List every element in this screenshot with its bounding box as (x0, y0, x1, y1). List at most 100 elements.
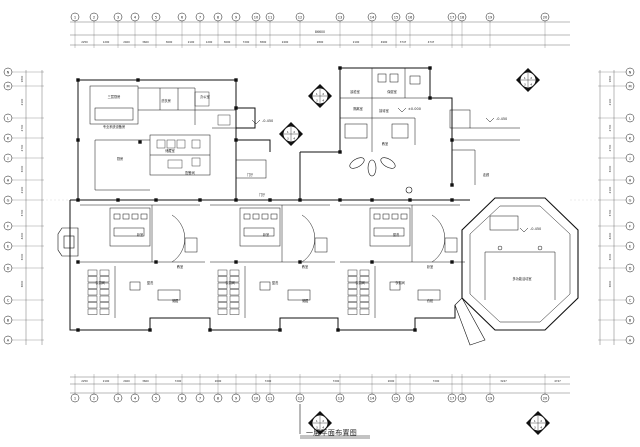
top-grid-marker-label: 10 (254, 15, 259, 19)
elevation-label-4: -0.450 (530, 227, 541, 231)
bottom-grid-marker-label: 7 (199, 396, 201, 400)
left-grid-marker: L (3, 113, 13, 123)
left-grid-marker: M (3, 81, 13, 91)
left-dimension-value: 3600 (20, 280, 24, 287)
bottom-dimension-lines (70, 376, 570, 394)
bottom-dimension-value: 2250 (81, 379, 88, 383)
octagon-hall-furniture (484, 215, 556, 300)
top-grid-marker: 9 (231, 12, 241, 22)
right-grid-marker: C (625, 295, 635, 305)
index-number: 3 (316, 425, 318, 429)
kitchen-equipment (156, 91, 231, 169)
top-grid-marker-label: 8 (217, 15, 220, 19)
column (198, 198, 202, 202)
elevation-label-3: ±0.000 (408, 107, 421, 111)
structural-columns (76, 66, 454, 332)
bottom-grid-marker-label: 13 (338, 396, 343, 400)
top-grid-marker-label: 5 (155, 15, 157, 19)
room-label: 配餐间 (185, 170, 195, 175)
column (234, 106, 238, 110)
column (136, 78, 140, 82)
top-dimension-value: 3600 (142, 40, 149, 44)
top-grid-marker-label: 18 (460, 15, 465, 19)
room-label: 卧室 (427, 264, 433, 269)
bottom-grid-marker: 6 (177, 393, 187, 403)
bottom-dimension-value: 7200 (433, 379, 440, 383)
left-grid-marker: B (3, 315, 13, 325)
bottom-grid-marker-label: 6 (181, 396, 184, 400)
top-grid-marker: 5 (151, 12, 161, 22)
right-grid-marker-label: E (629, 244, 632, 248)
bottom-dimension-value: 4747 (554, 379, 561, 383)
top-dimension-value: 3800 (260, 40, 267, 44)
elevation-label-2: -0.450 (496, 117, 507, 121)
left-dimension-value: 2700 (20, 144, 24, 151)
top-grid-marker-label: 16 (408, 15, 413, 19)
classroom-unit (340, 204, 465, 318)
top-grid-marker: 11 (265, 12, 275, 22)
room-label: 门厅 (259, 192, 266, 197)
bottom-grid-marker-label: 2 (93, 396, 95, 400)
classroom-units (80, 204, 465, 318)
top-dimension-value: 2100 (353, 40, 360, 44)
room-label: 盥洗 (147, 280, 154, 285)
left-grid-marker: J (3, 153, 13, 163)
right-grid-marker: B (625, 315, 635, 325)
left-dimension-value: 3000 (20, 253, 24, 260)
index-number: 4 (293, 136, 295, 140)
bottom-grid-marker: 11 (265, 393, 275, 403)
column (148, 328, 152, 332)
top-grid-marker: 18 (457, 12, 467, 22)
left-grid-marker-label: E (7, 244, 10, 248)
bottom-grid-marker: 7 (195, 393, 205, 403)
room-label: 盥洗 (272, 280, 279, 285)
right-dimension-value: 4200 (608, 232, 612, 239)
index-number: 2 (322, 92, 324, 96)
top-grid-marker-label: 11 (268, 15, 273, 19)
room-label: 接待室 (379, 108, 389, 113)
column (413, 328, 417, 332)
column (138, 140, 142, 144)
bottom-dimension-value: 3247 (500, 379, 507, 383)
column (450, 138, 454, 142)
right-grid-marker-label: L (629, 116, 631, 120)
top-dimension-value: 2100 (188, 40, 195, 44)
column (76, 78, 80, 82)
right-dimension-value: 3600 (608, 280, 612, 287)
room-label: 储藏室 (165, 148, 175, 153)
left-grid-marker-label: M (6, 84, 9, 88)
column (298, 260, 302, 264)
top-grid-marker-label: 3 (117, 15, 119, 19)
room-label: 衣柜 (427, 298, 434, 303)
bottom-grid-marker: 5 (151, 393, 161, 403)
column (234, 198, 238, 202)
left-grid-marker-label: F (7, 224, 9, 228)
left-grid-marker: C (3, 295, 13, 305)
top-grid-marker: 7 (195, 12, 205, 22)
bottom-grid-marker-label: 16 (408, 396, 413, 400)
bottom-grid-marker-label: 12 (298, 396, 303, 400)
top-grid-marker: 10 (251, 12, 261, 22)
bottom-grid-marker: 13 (335, 393, 345, 403)
right-grid-marker: J (625, 153, 635, 163)
left-dimension-value: 2100 (20, 186, 24, 193)
bottom-grid-marker: 17 (447, 393, 457, 403)
top-grid-marker: 15 (391, 12, 401, 22)
index-number: 2 (540, 419, 542, 423)
bottom-grid-marker: 15 (391, 393, 401, 403)
column (450, 198, 454, 202)
room-label: 盥洗 (393, 232, 400, 237)
left-grid-marker-label: N (7, 70, 10, 74)
index-number: 2 (530, 76, 532, 80)
right-grid-marker: D (625, 263, 635, 273)
column (154, 260, 158, 264)
left-dimension-value: 4200 (20, 232, 24, 239)
right-grid-marker-label: C (629, 298, 632, 302)
